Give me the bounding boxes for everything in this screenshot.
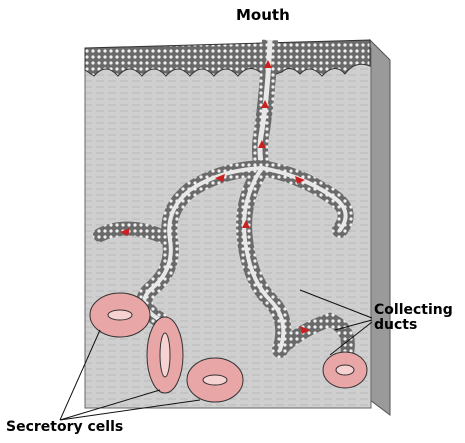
- label-collecting-ducts-line1: Collecting: [374, 303, 453, 318]
- tissue-side-face: [370, 40, 390, 415]
- label-collecting-ducts: Collecting ducts: [374, 303, 453, 333]
- label-collecting-ducts-line2: ducts: [374, 318, 453, 333]
- label-mouth: Mouth: [236, 8, 290, 23]
- label-secretory-cells: Secretory cells: [6, 420, 123, 434]
